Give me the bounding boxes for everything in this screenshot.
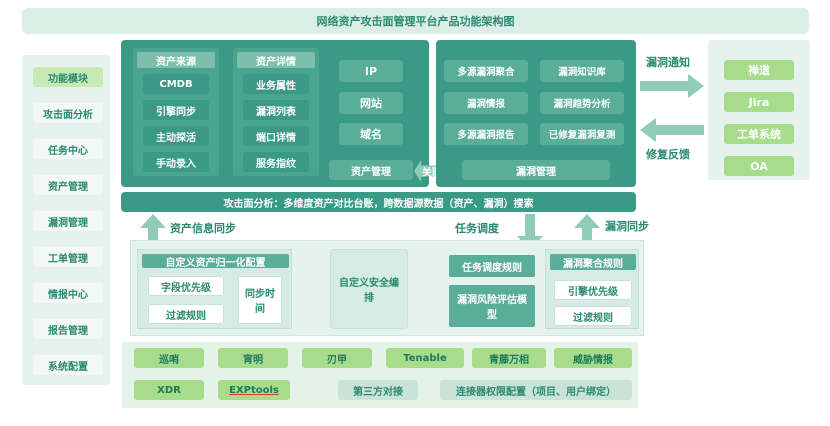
system-jira[interactable]: Jira <box>724 92 794 112</box>
asset-detail-header: 资产详情 <box>237 52 315 68</box>
menu-item-tasks[interactable]: 任务中心 <box>33 139 103 159</box>
connector-xiaoming[interactable]: 宵明 <box>218 348 288 368</box>
menu-item-tickets[interactable]: 工单管理 <box>33 247 103 267</box>
asset-source-active-probe: 主动探活 <box>143 126 209 146</box>
engine-priority: 引擎优先级 <box>554 280 632 300</box>
asset-detail-fingerprint: 服务指纹 <box>243 152 309 172</box>
fix-feedback-arrow <box>640 118 704 142</box>
vuln-sync-arrow <box>574 214 600 250</box>
sync-time: 同步时间 <box>238 276 282 324</box>
menu-item-reports[interactable]: 报告管理 <box>33 319 103 339</box>
vuln-item-aggregation: 多源漏洞聚合 <box>444 60 528 82</box>
task-rules: 任务调度规则 <box>449 255 535 277</box>
menu-item-modules[interactable]: 功能模块 <box>33 67 103 87</box>
link-label: 关联 <box>422 167 442 179</box>
connector-xunshao[interactable]: 巡哨 <box>134 348 204 368</box>
menu-item-settings[interactable]: 系统配置 <box>33 355 103 375</box>
asset-detail-business: 业务属性 <box>243 74 309 94</box>
asset-detail-group: 资产详情 业务属性 漏洞列表 端口详情 服务指纹 <box>233 48 319 176</box>
connector-panel: 巡哨 宵明 刃甲 Tenable 青藤万相 威胁情报 XDR EXPtools … <box>122 342 638 408</box>
asset-source-engine-sync: 引擎同步 <box>143 100 209 120</box>
vuln-notify-label: 漏洞通知 <box>646 56 690 69</box>
security-orchestration: 自定义安全编排 <box>330 249 408 329</box>
vuln-merge-header: 漏洞聚合规则 <box>550 254 636 270</box>
asset-source-manual: 手动录入 <box>143 152 209 172</box>
menu-item-attack-surface[interactable]: 攻击面分析 <box>33 103 103 123</box>
asset-source-header: 资产来源 <box>137 52 215 68</box>
vuln-block: 多源漏洞聚合 漏洞知识库 漏洞情报 漏洞趋势分析 多源漏洞报告 已修复漏洞复测 … <box>436 40 636 187</box>
vuln-notify-arrow <box>640 74 704 98</box>
custom-config-group: 自定义资产归一化配置 字段优先级 过滤规则 同步时间 <box>137 249 292 329</box>
vuln-merge-group: 漏洞聚合规则 引擎优先级 过滤规则 <box>545 249 639 329</box>
asset-detail-ports: 端口详情 <box>243 126 309 146</box>
vuln-item-retest: 已修复漏洞复测 <box>540 123 624 145</box>
risk-model: 漏洞风险评估模型 <box>449 285 535 327</box>
config-panel: 自定义资产归一化配置 字段优先级 过滤规则 同步时间 自定义安全编排 任务调度规… <box>130 240 644 336</box>
connector-threat-intel[interactable]: 威胁情报 <box>554 348 632 368</box>
vuln-mgmt-label: 漏洞管理 <box>462 160 610 180</box>
asset-source-group: 资产来源 CMDB 引擎同步 主动探活 手动录入 <box>133 48 219 176</box>
function-menu: 功能模块 攻击面分析 任务中心 资产管理 漏洞管理 工单管理 情报中心 报告管理… <box>22 55 110 385</box>
connector-renjia[interactable]: 刃甲 <box>302 348 372 368</box>
vuln-item-trend: 漏洞趋势分析 <box>540 92 624 114</box>
vuln-item-intel: 漏洞情报 <box>444 92 528 114</box>
vuln-sync-label: 漏洞同步 <box>605 220 649 233</box>
asset-source-cmdb: CMDB <box>143 74 209 94</box>
vuln-item-knowledge: 漏洞知识库 <box>540 60 624 82</box>
vuln-filter-rules: 过滤规则 <box>554 306 632 326</box>
system-chandao[interactable]: 禅道 <box>724 60 794 80</box>
connector-xdr[interactable]: XDR <box>134 380 204 400</box>
menu-item-vulns[interactable]: 漏洞管理 <box>33 211 103 231</box>
asset-type-website: 网站 <box>339 92 403 114</box>
connector-permission[interactable]: 连接器权限配置（项目、用户绑定） <box>440 380 632 400</box>
asset-block: 资产来源 CMDB 引擎同步 主动探活 手动录入 资产详情 业务属性 漏洞列表 … <box>121 40 429 187</box>
third-party-label: 第三方对接 <box>338 380 418 400</box>
field-priority: 字段优先级 <box>148 276 224 296</box>
asset-sync-label: 资产信息同步 <box>170 222 236 235</box>
asset-mgmt-label: 资产管理 <box>329 160 413 180</box>
task-dispatch-label: 任务调度 <box>455 222 499 235</box>
vuln-item-report: 多源漏洞报告 <box>444 123 528 145</box>
page-title: 网络资产攻击面管理平台产品功能架构图 <box>22 8 809 34</box>
asset-type-domain: 域名 <box>339 123 403 145</box>
analysis-bar: 攻击面分析：多维度资产对比台账，跨数据源数据（资产、漏洞）搜索 <box>121 192 636 212</box>
connector-tenable[interactable]: Tenable <box>386 348 464 368</box>
fix-feedback-label: 修复反馈 <box>646 148 690 161</box>
system-ticket[interactable]: 工单系统 <box>724 124 794 144</box>
asset-sync-arrow <box>140 214 166 250</box>
custom-config-header: 自定义资产归一化配置 <box>142 254 289 269</box>
connector-exptools[interactable]: EXPtools <box>218 380 290 400</box>
external-systems: 禅道 Jira 工单系统 OA <box>708 40 810 180</box>
asset-detail-vuln-list: 漏洞列表 <box>243 100 309 120</box>
system-oa[interactable]: OA <box>724 156 794 176</box>
connector-qingteng[interactable]: 青藤万相 <box>472 348 546 368</box>
menu-item-assets[interactable]: 资产管理 <box>33 175 103 195</box>
filter-rules: 过滤规则 <box>148 304 224 324</box>
asset-type-ip: IP <box>339 60 403 82</box>
menu-item-intel[interactable]: 情报中心 <box>33 283 103 303</box>
